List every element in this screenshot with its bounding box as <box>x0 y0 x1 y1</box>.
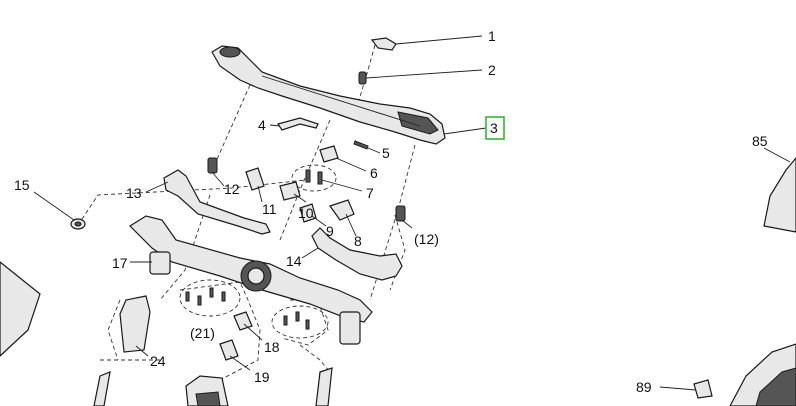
bottom-housing <box>93 367 333 406</box>
handlebar-part-3 <box>211 45 446 145</box>
callout-18: 18 <box>264 339 280 355</box>
callout-12: 12 <box>224 181 240 197</box>
lower-bar-part-17 <box>129 215 373 345</box>
part-21-screws <box>179 279 329 339</box>
part-4-bracket <box>277 117 319 131</box>
callout-2: 2 <box>488 62 496 78</box>
callout-3-highlight-box <box>485 116 505 140</box>
callout-labels: 1 2 3 4 5 6 7 8 9 10 11 12 (12) 13 14 15… <box>14 28 768 395</box>
callout-89: 89 <box>636 379 652 395</box>
part-9-piece <box>299 203 317 223</box>
left-edge-fragment <box>0 261 41 357</box>
callout-10: 10 <box>298 205 314 221</box>
callout-8: 8 <box>354 233 362 249</box>
part-89-clip <box>693 379 713 399</box>
part-85-housing <box>729 157 796 406</box>
callout-9: 9 <box>326 223 334 239</box>
callout-7: 7 <box>366 185 374 201</box>
part-18-connector <box>233 311 253 331</box>
part-7-screws <box>291 164 337 192</box>
part-6-block <box>319 145 339 163</box>
part-2-spring <box>358 71 367 85</box>
callout-11: 11 <box>262 201 277 217</box>
callout-15: 15 <box>14 177 30 193</box>
leader-lines <box>33 35 791 391</box>
callout-14: 14 <box>286 253 302 269</box>
callout-4: 4 <box>258 117 266 133</box>
callout-1: 1 <box>488 28 496 44</box>
part-10-block <box>279 181 301 201</box>
callout-6: 6 <box>370 165 378 181</box>
callout-5: 5 <box>382 145 390 161</box>
part-8-bracket <box>329 199 355 221</box>
part-19-connector <box>219 339 239 361</box>
callout-24: 24 <box>150 353 166 369</box>
callout-85: 85 <box>752 133 768 149</box>
lever-part-13 <box>163 169 271 235</box>
assembly-dashed-lines <box>77 44 416 381</box>
part-15-washer <box>70 218 86 230</box>
callout-21: (21) <box>190 325 215 341</box>
part-24-post <box>119 295 151 353</box>
callout-19: 19 <box>254 369 270 385</box>
callout-17: 17 <box>112 255 128 271</box>
callout-12-paren: (12) <box>414 231 439 247</box>
lever-part-14 <box>311 227 403 281</box>
callout-13: 13 <box>126 185 142 201</box>
part-11-clip <box>245 167 265 191</box>
callout-3: 3 <box>490 120 498 136</box>
part-5-pin <box>353 140 369 150</box>
part-1-clip <box>370 37 397 51</box>
